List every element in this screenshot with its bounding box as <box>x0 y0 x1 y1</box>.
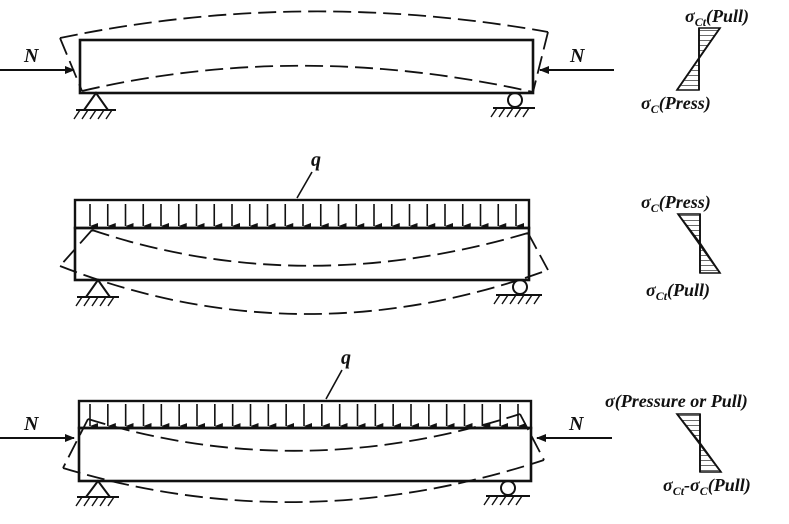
roller-support-3 <box>483 480 530 506</box>
pin-support-2 <box>75 278 119 307</box>
stress-label-top-2: σC(Press) <box>641 192 711 215</box>
roller-support-2 <box>493 279 542 305</box>
stress-label-bottom-3: σCt-σC(Pull) <box>663 475 751 498</box>
panel-axial-force: N N σCt(Pull) σC(Press) <box>0 6 749 120</box>
panel-distributed-load: q σC(Press) σCt(Pull) <box>59 149 722 315</box>
stress-label-top-3: σ(Pressure or Pull) <box>605 391 748 412</box>
deflected-shape-2 <box>59 229 549 315</box>
load-block-3 <box>77 399 533 430</box>
axial-force-right-label: N <box>569 45 586 67</box>
deflected-shape-1 <box>59 10 549 93</box>
stress-label-bottom-1: σC(Press) <box>641 93 711 116</box>
beam-3 <box>77 426 533 483</box>
panel-combined-load: q N N σ(Pressure or Pull) σCt-σC(Pull) <box>0 347 751 507</box>
pin-support-3 <box>75 479 119 507</box>
axial-force-right-label-3: N <box>568 413 585 435</box>
stress-label-top-1: σCt(Pull) <box>685 6 749 29</box>
distributed-load-leader-3 <box>325 369 343 400</box>
stress-diagram-2 <box>676 213 722 274</box>
distributed-load-label-2: q <box>311 149 321 171</box>
load-arrows-2 <box>89 204 524 229</box>
beam-2 <box>73 226 531 282</box>
distributed-load-label-3: q <box>341 347 351 369</box>
load-arrows-3 <box>89 404 526 429</box>
axial-force-left-label: N <box>23 45 40 67</box>
deflected-shape-3 <box>62 413 545 504</box>
pin-support-1 <box>73 91 116 120</box>
stress-label-bottom-2: σCt(Pull) <box>646 280 710 303</box>
distributed-load-leader-2 <box>296 171 313 199</box>
roller-support-1 <box>490 92 535 118</box>
stress-diagram-1 <box>675 27 722 91</box>
stress-diagram-3 <box>675 413 723 473</box>
axial-force-left-label-3: N <box>23 413 40 435</box>
beam-1 <box>78 38 535 95</box>
